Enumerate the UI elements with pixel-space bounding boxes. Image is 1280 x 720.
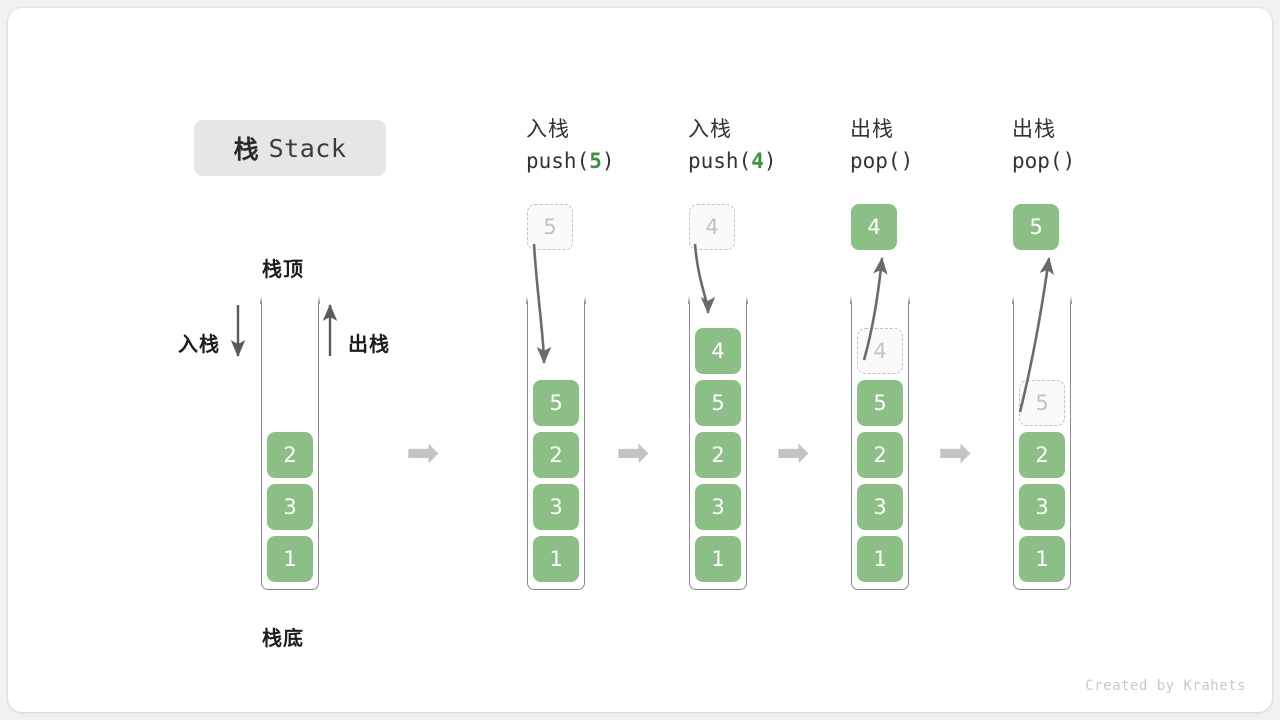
stack-cell: 3: [1019, 484, 1065, 530]
pop-direction-label: 出栈: [348, 332, 390, 356]
flow-separator-arrow: ➡: [406, 430, 440, 476]
stack-cell: 2: [533, 432, 579, 478]
header-cn-pop-5: 出栈: [1012, 117, 1056, 141]
stack-cell: 1: [1019, 536, 1065, 582]
header-code-push-5: push(5): [526, 144, 696, 178]
stack-cell: 4: [695, 328, 741, 374]
header-code-prefix: push(: [688, 149, 752, 173]
stack-bottom-label: 栈底: [262, 626, 304, 650]
stack-cell: 2: [267, 432, 313, 478]
header-code-pop-4: pop(): [850, 149, 914, 173]
header-code-push-4: push(4): [688, 144, 858, 178]
push-direction-label: 入栈: [178, 332, 220, 356]
column-header-pop-4: 出栈 pop(): [850, 114, 1020, 178]
stack-cell: 3: [695, 484, 741, 530]
header-cn-push-5: 入栈: [526, 117, 570, 141]
title-english: Stack: [268, 133, 347, 163]
header-code-pop-5: pop(): [1012, 149, 1076, 173]
stack-cell: 3: [267, 484, 313, 530]
removed-ghost-cell: 4: [857, 328, 903, 374]
stack-cell: 5: [695, 380, 741, 426]
header-code-suffix: ): [763, 149, 777, 173]
stack-cell: 2: [857, 432, 903, 478]
stack-cell: 2: [695, 432, 741, 478]
stack-vessel-initial: [260, 296, 320, 590]
header-code-prefix: push(: [526, 149, 590, 173]
stack-vessel-push-4: [688, 296, 748, 590]
credit-text: Created by Krahets: [1085, 678, 1246, 694]
stack-vessel-push-5: [526, 296, 586, 590]
column-header-push-5: 入栈 push(5): [526, 114, 696, 178]
stack-cell: 1: [695, 536, 741, 582]
diagram-card: 栈 Stack 栈顶 栈底 入栈 出栈 入栈 push(5) 入栈 push(4…: [8, 8, 1272, 712]
diagram-title-badge: 栈 Stack: [194, 120, 386, 176]
header-code-arg: 5: [589, 149, 602, 173]
flow-separator-arrow: ➡: [616, 430, 650, 476]
header-cn-pop-4: 出栈: [850, 117, 894, 141]
stack-vessel-pop-4: [850, 296, 910, 590]
removed-ghost-cell: 5: [1019, 380, 1065, 426]
stack-cell: 5: [533, 380, 579, 426]
flow-separator-arrow: ➡: [776, 430, 810, 476]
popped-value-cell: 5: [1013, 204, 1059, 250]
column-header-pop-5: 出栈 pop(): [1012, 114, 1182, 178]
stack-cell: 5: [857, 380, 903, 426]
stack-cell: 1: [267, 536, 313, 582]
stack-cell: 1: [533, 536, 579, 582]
popped-value-cell: 4: [851, 204, 897, 250]
header-code-arg: 4: [751, 149, 764, 173]
header-code-suffix: ): [601, 149, 615, 173]
title-chinese: 栈: [233, 135, 260, 164]
stack-cell: 1: [857, 536, 903, 582]
header-cn-push-4: 入栈: [688, 117, 732, 141]
stack-cell: 3: [857, 484, 903, 530]
flow-separator-arrow: ➡: [938, 430, 972, 476]
floating-ghost-cell: 5: [527, 204, 573, 250]
stack-cell: 3: [533, 484, 579, 530]
stack-vessel-pop-5: [1012, 296, 1072, 590]
stack-cell: 2: [1019, 432, 1065, 478]
stack-top-label: 栈顶: [262, 257, 304, 281]
column-header-push-4: 入栈 push(4): [688, 114, 858, 178]
floating-ghost-cell: 4: [689, 204, 735, 250]
